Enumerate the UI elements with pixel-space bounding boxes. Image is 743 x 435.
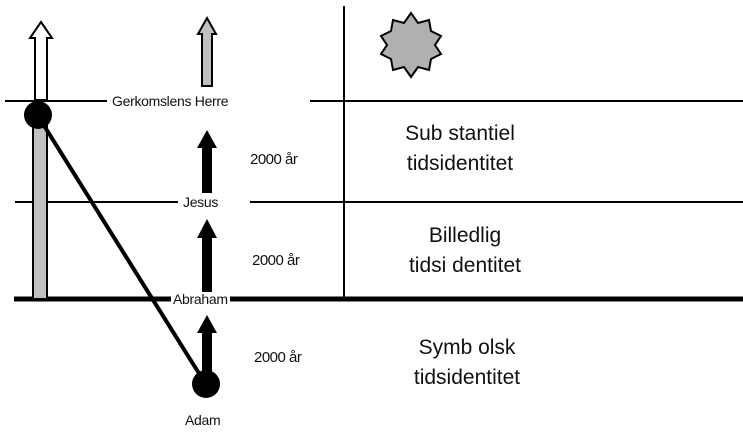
zone-middle: Billedlig tidsi dentitet xyxy=(370,221,560,281)
zone-upper-line2: tidsidentitet xyxy=(406,152,514,175)
adam-point xyxy=(192,370,220,398)
black-up-arrow-lower xyxy=(197,315,217,374)
years-lower: 2000 år xyxy=(254,349,302,366)
years-middle: 2000 år xyxy=(252,252,300,269)
label-adam: Adam xyxy=(185,412,221,428)
zone-lower: Symb olsk tidsidentitet xyxy=(372,333,562,393)
years-upper: 2000 år xyxy=(250,151,298,168)
zone-upper: Sub stantiel tidsidentitet xyxy=(365,119,555,179)
zone-middle-line1: Billedlig xyxy=(428,224,502,247)
black-up-arrow-upper xyxy=(197,130,217,193)
zone-middle-line2: tidsi dentitet xyxy=(408,254,522,277)
black-up-arrow-middle xyxy=(197,219,217,292)
upper-point xyxy=(24,101,52,129)
zone-lower-line2: tidsidentitet xyxy=(413,366,521,389)
label-jesus: Jesus xyxy=(181,194,221,210)
grey-up-arrow-icon xyxy=(196,15,218,87)
zone-lower-line1: Symb olsk xyxy=(418,336,516,359)
sun-icon xyxy=(379,11,443,79)
zone-upper-line1: Sub stantiel xyxy=(405,122,515,145)
label-abraham: Abraham xyxy=(171,291,230,307)
connecting-line xyxy=(36,114,207,385)
grey-pillar xyxy=(32,117,48,300)
hollow-up-arrow-icon xyxy=(28,20,54,101)
label-gerkomslens-herre: Gerkomslens Herre xyxy=(110,93,231,109)
